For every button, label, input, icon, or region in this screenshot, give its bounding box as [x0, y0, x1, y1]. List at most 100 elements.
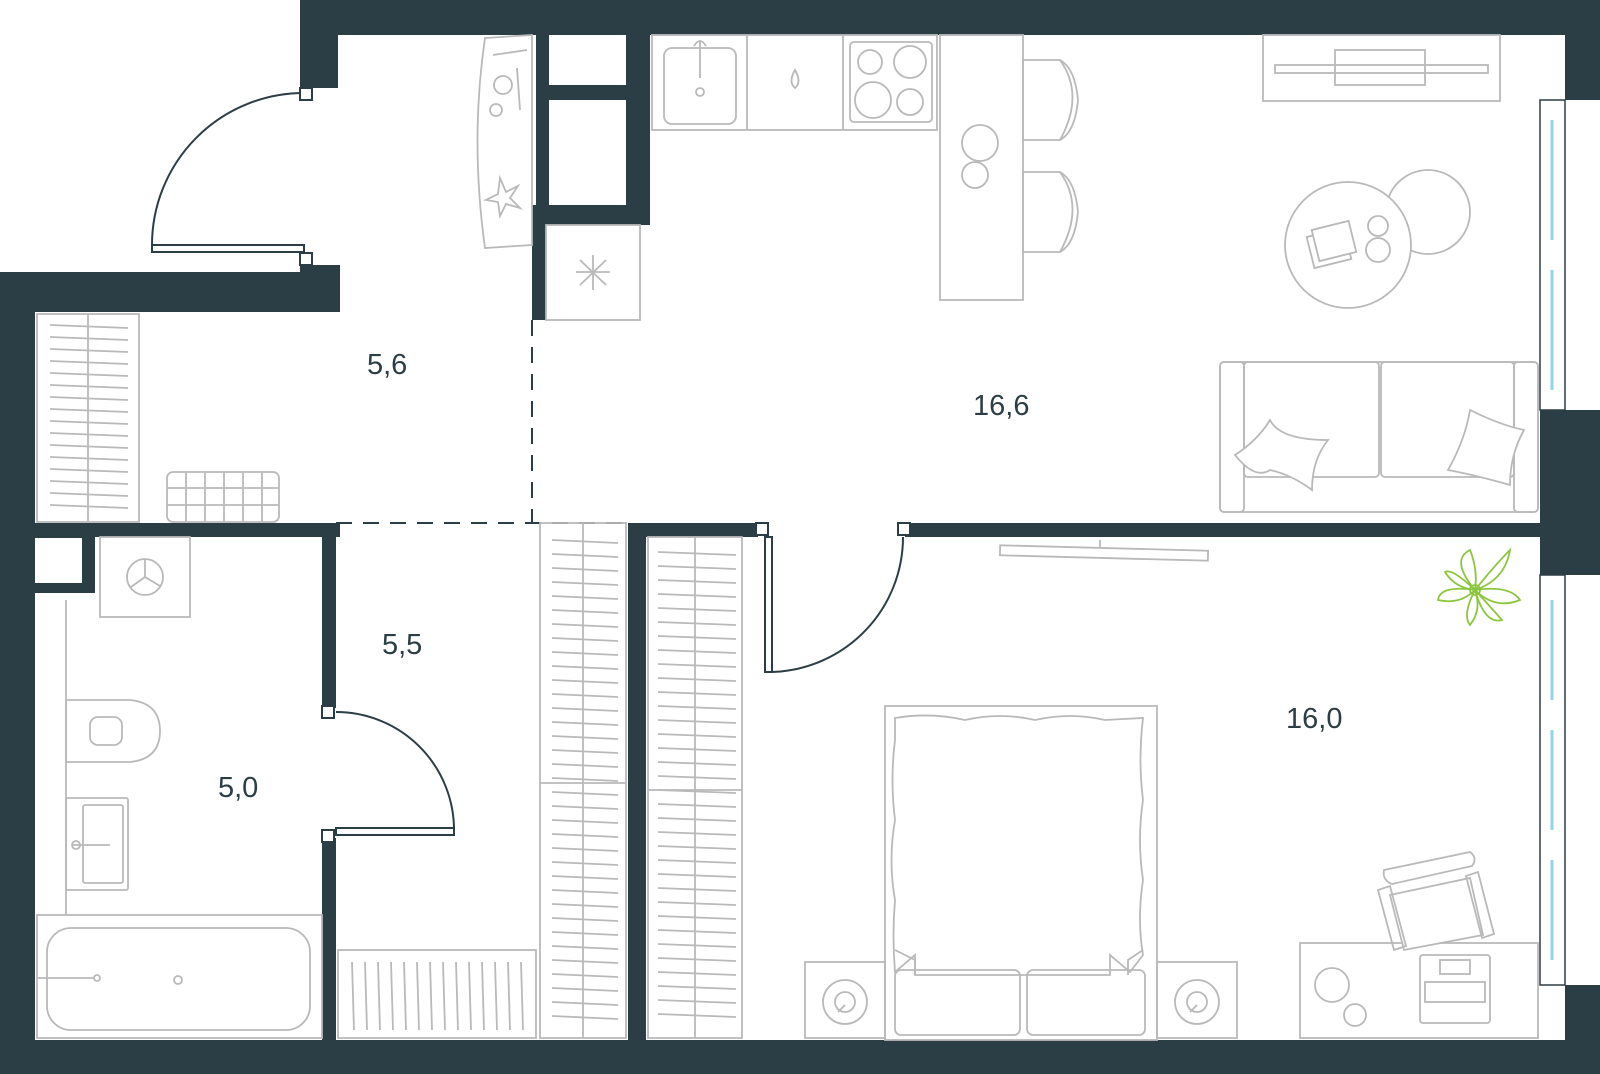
- bath-door-jamb-bottom: [321, 829, 335, 843]
- nightstand-left: [804, 961, 886, 1039]
- bench-slat: [416, 961, 420, 1031]
- hanger-line: [551, 749, 619, 754]
- sofa-arm-left: [1219, 361, 1245, 513]
- wall-bedroom-top-right: [905, 523, 1565, 537]
- hanger-line: [49, 420, 129, 425]
- hanger-line: [551, 945, 619, 950]
- hanger-line: [49, 360, 129, 365]
- hallway-furniture: [36, 34, 533, 523]
- bedroom-door-swing: [767, 536, 904, 673]
- bed-frame: [884, 705, 1158, 1041]
- hanger-line: [551, 973, 619, 978]
- desk-cup: [1343, 1003, 1367, 1027]
- bathtub-faucet-knob: [93, 974, 101, 982]
- hanger-line: [551, 931, 619, 936]
- desk-laptop-keyboard: [1424, 981, 1486, 1003]
- closet-right-hangers: [657, 551, 737, 1018]
- hanger-line: [551, 735, 619, 740]
- bathtub-drain: [173, 975, 183, 985]
- hanger-line: [551, 595, 619, 600]
- hanger-line: [551, 609, 619, 614]
- wall-bath-right-upper: [322, 523, 336, 708]
- hanger-line: [657, 817, 737, 822]
- cooktop: [849, 41, 933, 123]
- hanger-line: [657, 649, 737, 654]
- kitchen-counter: [651, 34, 938, 131]
- hanger-line: [551, 553, 619, 558]
- desk-chair: [1388, 876, 1485, 952]
- entrance-door-jamb-bottom: [299, 252, 313, 266]
- burner: [857, 49, 883, 75]
- hanger-line: [551, 707, 619, 712]
- wall-entry-lower: [300, 265, 340, 312]
- wall-right-mid: [1540, 410, 1600, 575]
- nightstand-lamp-line: [1189, 1004, 1198, 1013]
- hanger-line: [657, 831, 737, 836]
- wall-left-top: [0, 272, 340, 312]
- sink-drain: [695, 87, 705, 97]
- nightstand-lamp-line: [837, 1004, 846, 1013]
- corridor-bench-slats: [351, 961, 524, 1031]
- shoe-rack: [166, 471, 280, 523]
- toilet-seat: [89, 716, 123, 746]
- tv-stand: [1262, 34, 1501, 102]
- bar-stool-back: [1059, 59, 1079, 141]
- coffee-table-cup: [1365, 237, 1391, 263]
- bench-slat: [481, 961, 485, 1031]
- bar-cup: [961, 161, 989, 189]
- hanger-line: [657, 901, 737, 906]
- hanger-line: [49, 492, 129, 497]
- hanger-line: [551, 679, 619, 684]
- console-item: [516, 67, 521, 111]
- hanger-line: [657, 971, 737, 976]
- bench-slat: [377, 961, 381, 1031]
- hallway-console: [476, 34, 533, 249]
- hanger-line: [551, 721, 619, 726]
- bench-slat: [351, 961, 355, 1031]
- hanger-line: [657, 691, 737, 696]
- hanger-line: [657, 957, 737, 962]
- hanger-line: [657, 607, 737, 612]
- wall-bath-right-lower: [322, 838, 336, 1048]
- hanger-line: [49, 456, 129, 461]
- hanger-line: [49, 324, 129, 329]
- hanger-line: [49, 372, 129, 377]
- hanger-line: [551, 623, 619, 628]
- hanger-line: [551, 987, 619, 992]
- area-label-living-kitchen: 16,6: [973, 390, 1029, 422]
- hanger-line: [551, 581, 619, 586]
- desk-laptop: [1419, 954, 1491, 1024]
- hanger-line: [551, 777, 619, 782]
- hanger-line: [657, 775, 737, 780]
- coffee-table-book-top: [1310, 219, 1358, 263]
- hanger-line: [551, 693, 619, 698]
- bench-slat: [442, 961, 446, 1031]
- bench-slat: [390, 961, 394, 1031]
- hanger-line: [657, 677, 737, 682]
- sofa-seat-right: [1380, 361, 1515, 478]
- bench-slat: [507, 961, 511, 1031]
- shaft-void-1: [549, 35, 626, 85]
- hanger-line: [551, 1015, 619, 1020]
- hanger-line: [551, 903, 619, 908]
- nightstand-lamp-inner: [834, 991, 856, 1013]
- wall-left: [0, 272, 35, 1074]
- area-label-hallway: 5,6: [367, 349, 407, 381]
- hanger-line: [49, 480, 129, 485]
- dishwasher-drop-icon: [790, 68, 800, 90]
- hanger-line: [657, 593, 737, 598]
- bench-slat: [468, 961, 472, 1031]
- hanger-line: [551, 791, 619, 796]
- hanger-line: [657, 985, 737, 990]
- entrance-door-jamb-top: [299, 87, 313, 101]
- hanger-line: [551, 917, 619, 922]
- fridge-snowflake-icon: [576, 255, 610, 290]
- hanger-line: [657, 887, 737, 892]
- area-labels: 5,6 16,6 5,5 5,0 16,0: [218, 349, 1342, 804]
- bathtub: [36, 914, 323, 1039]
- coffee-table-cup: [1367, 215, 1389, 237]
- bench-slat: [455, 961, 459, 1031]
- plant-icon: [1436, 547, 1522, 627]
- hanger-line: [551, 539, 619, 544]
- hanger-line: [49, 396, 129, 401]
